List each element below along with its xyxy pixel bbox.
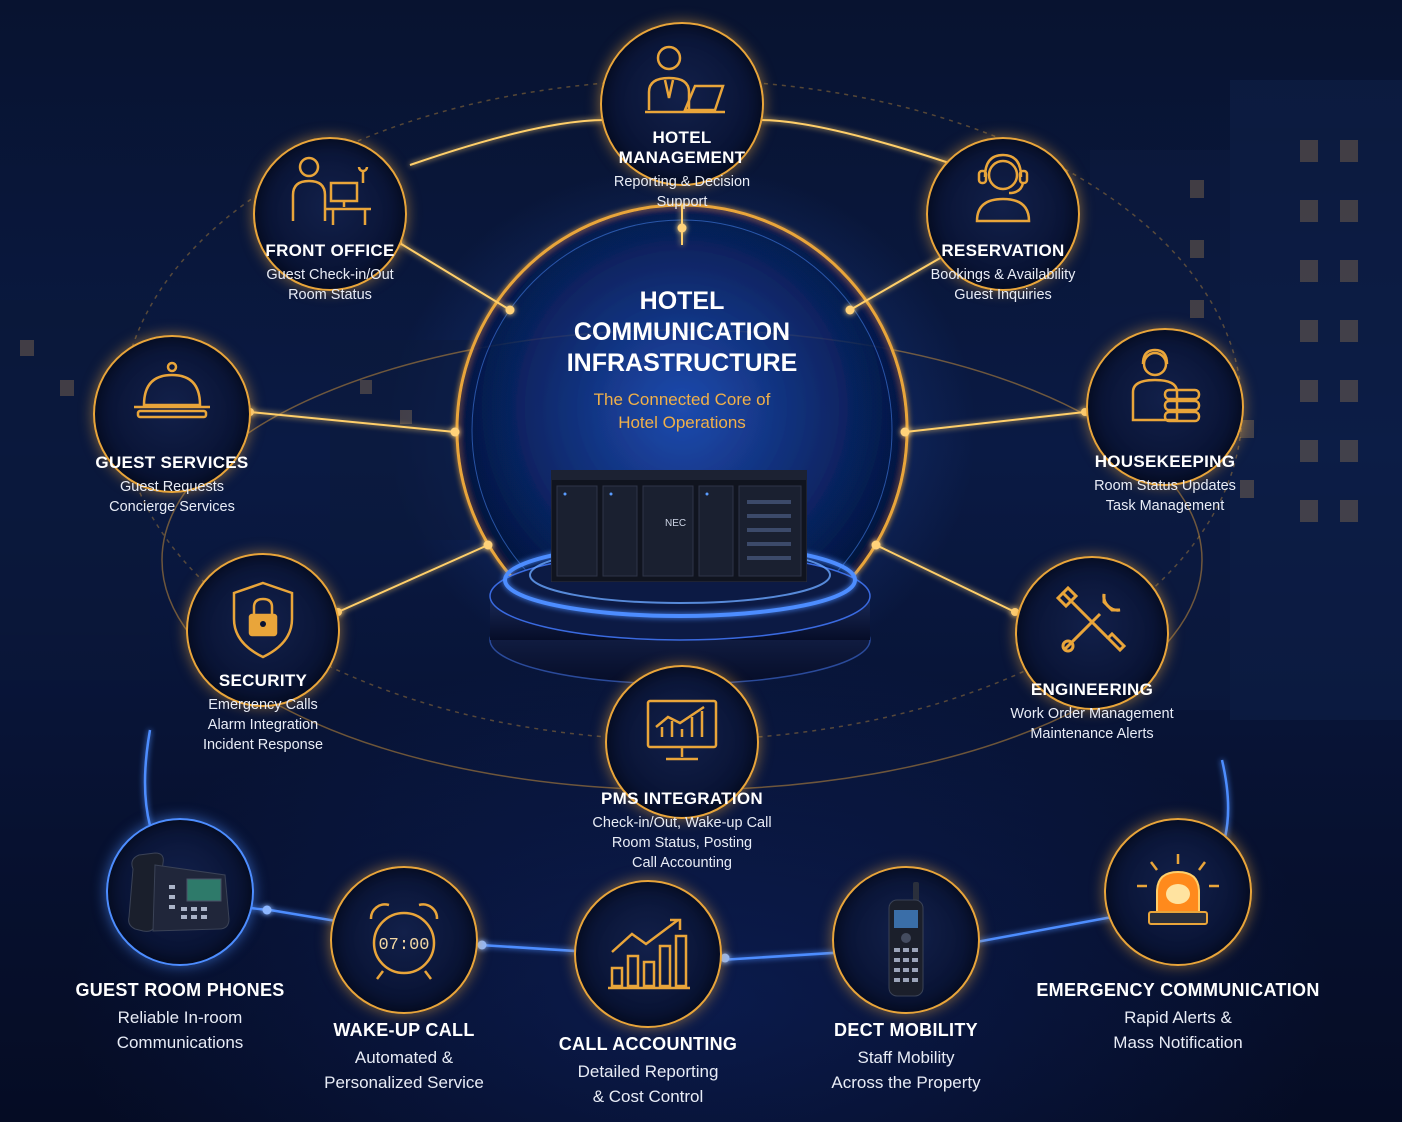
node-line: Check-in/Out, Wake-up Call <box>592 815 772 831</box>
node-line: Emergency Calls <box>208 697 318 713</box>
node-reservation: RESERVATION Bookings & Availability Gues… <box>873 137 1133 305</box>
clock-time-text: 07:00 <box>378 936 429 955</box>
node-line: Communications <box>116 1033 244 1052</box>
bar-chart-growth-icon <box>608 918 690 990</box>
siren-light-icon <box>1137 854 1219 925</box>
node-title: ENGINEERING <box>1030 680 1154 699</box>
node-line: Detailed Reporting <box>577 1062 719 1081</box>
node-emergency-communication: EMERGENCY COMMUNICATION Rapid Alerts & M… <box>1028 818 1328 1055</box>
node-line: Staff Mobility <box>857 1048 955 1067</box>
node-engineering: ENGINEERING Work Order Management Mainte… <box>962 556 1222 744</box>
front-desk-icon <box>291 156 371 225</box>
node-line: Bookings & Availability <box>930 267 1076 283</box>
node-line: Reliable In-room <box>117 1008 243 1027</box>
monitor-chart-icon <box>646 699 718 761</box>
core-subtitle: The Connected Core of Hotel Operations <box>593 390 771 432</box>
node-title: RESERVATION <box>941 241 1065 260</box>
core-title: HOTEL COMMUNICATION INFRASTRUCTURE <box>566 287 798 377</box>
node-line: Guest Inquiries <box>954 287 1052 303</box>
headset-agent-icon <box>975 153 1031 223</box>
node-title: HOUSEKEEPING <box>1094 452 1236 471</box>
node-line: Personalized Service <box>324 1073 484 1092</box>
node-wake-up-call: 07:00 WAKE-UP CALL Automated & Personali… <box>274 866 534 1095</box>
node-line: Call Accounting <box>632 855 732 871</box>
node-line: Work Order Management <box>1010 706 1174 722</box>
node-line: Room Status, Posting <box>611 835 753 851</box>
node-line: Maintenance Alerts <box>1030 726 1154 742</box>
node-title: DECT MOBILITY <box>834 1020 978 1040</box>
pbx-server-icon <box>551 470 807 582</box>
node-line: Concierge Services <box>109 499 235 515</box>
node-line: Automated & <box>354 1048 454 1067</box>
background-buildings <box>0 80 1402 720</box>
node-housekeeping: HOUSEKEEPING Room Status Updates Task Ma… <box>1035 328 1295 516</box>
node-security: SECURITY Emergency Calls Alarm Integrati… <box>133 553 393 755</box>
shield-lock-icon <box>232 581 294 659</box>
node-line: Guest Check-in/Out <box>266 267 394 283</box>
node-call-accounting: CALL ACCOUNTING Detailed Reporting & Cos… <box>518 880 778 1109</box>
server-brand-label: NEC <box>665 518 687 529</box>
node-guest-room-phones: GUEST ROOM PHONES Reliable In-room Commu… <box>50 818 310 1055</box>
node-line: Rapid Alerts & <box>1124 1008 1232 1027</box>
manager-laptop-icon <box>645 45 725 114</box>
node-title: CALL ACCOUNTING <box>558 1034 738 1054</box>
node-line: Room Status Updates <box>1094 478 1236 494</box>
node-line: Room Status <box>288 287 372 303</box>
node-guest-services: GUEST SERVICES Guest Requests Concierge … <box>42 335 302 517</box>
node-title: GUEST ROOM PHONES <box>75 980 285 1000</box>
node-title: GUEST SERVICES <box>95 453 249 472</box>
node-dect-mobility: DECT MOBILITY Staff Mobility Across the … <box>776 866 1036 1095</box>
node-title: EMERGENCY COMMUNICATION <box>1036 980 1320 1000</box>
node-title: HOTEL MANAGEMENT <box>618 128 746 167</box>
node-line: Incident Response <box>202 737 324 753</box>
node-front-office: FRONT OFFICE Guest Check-in/Out Room Sta… <box>200 137 460 305</box>
node-line: Guest Requests <box>120 479 224 495</box>
node-title: PMS INTEGRATION <box>601 789 763 808</box>
dect-handset-icon <box>888 882 924 997</box>
node-title: FRONT OFFICE <box>265 241 395 260</box>
node-line: Across the Property <box>831 1073 981 1092</box>
node-line: Task Management <box>1105 498 1225 514</box>
wrench-screwdriver-icon <box>1055 585 1127 653</box>
node-line: Mass Notification <box>1113 1033 1243 1052</box>
node-line: Alarm Integration <box>207 717 319 733</box>
desk-phone-icon <box>128 852 230 932</box>
node-line: & Cost Control <box>592 1087 704 1106</box>
node-hotel-management: HOTEL MANAGEMENT Reporting & Decision Su… <box>552 22 812 212</box>
node-title: SECURITY <box>218 671 308 690</box>
node-line: Reporting & Decision <box>613 174 751 190</box>
housekeeper-towels-icon <box>1131 348 1201 423</box>
alarm-clock-icon: 07:00 <box>369 903 439 980</box>
service-bell-icon <box>134 361 210 419</box>
node-line: Support <box>656 194 708 210</box>
node-pms-integration: PMS INTEGRATION Check-in/Out, Wake-up Ca… <box>552 665 812 873</box>
node-title: WAKE-UP CALL <box>333 1020 475 1040</box>
